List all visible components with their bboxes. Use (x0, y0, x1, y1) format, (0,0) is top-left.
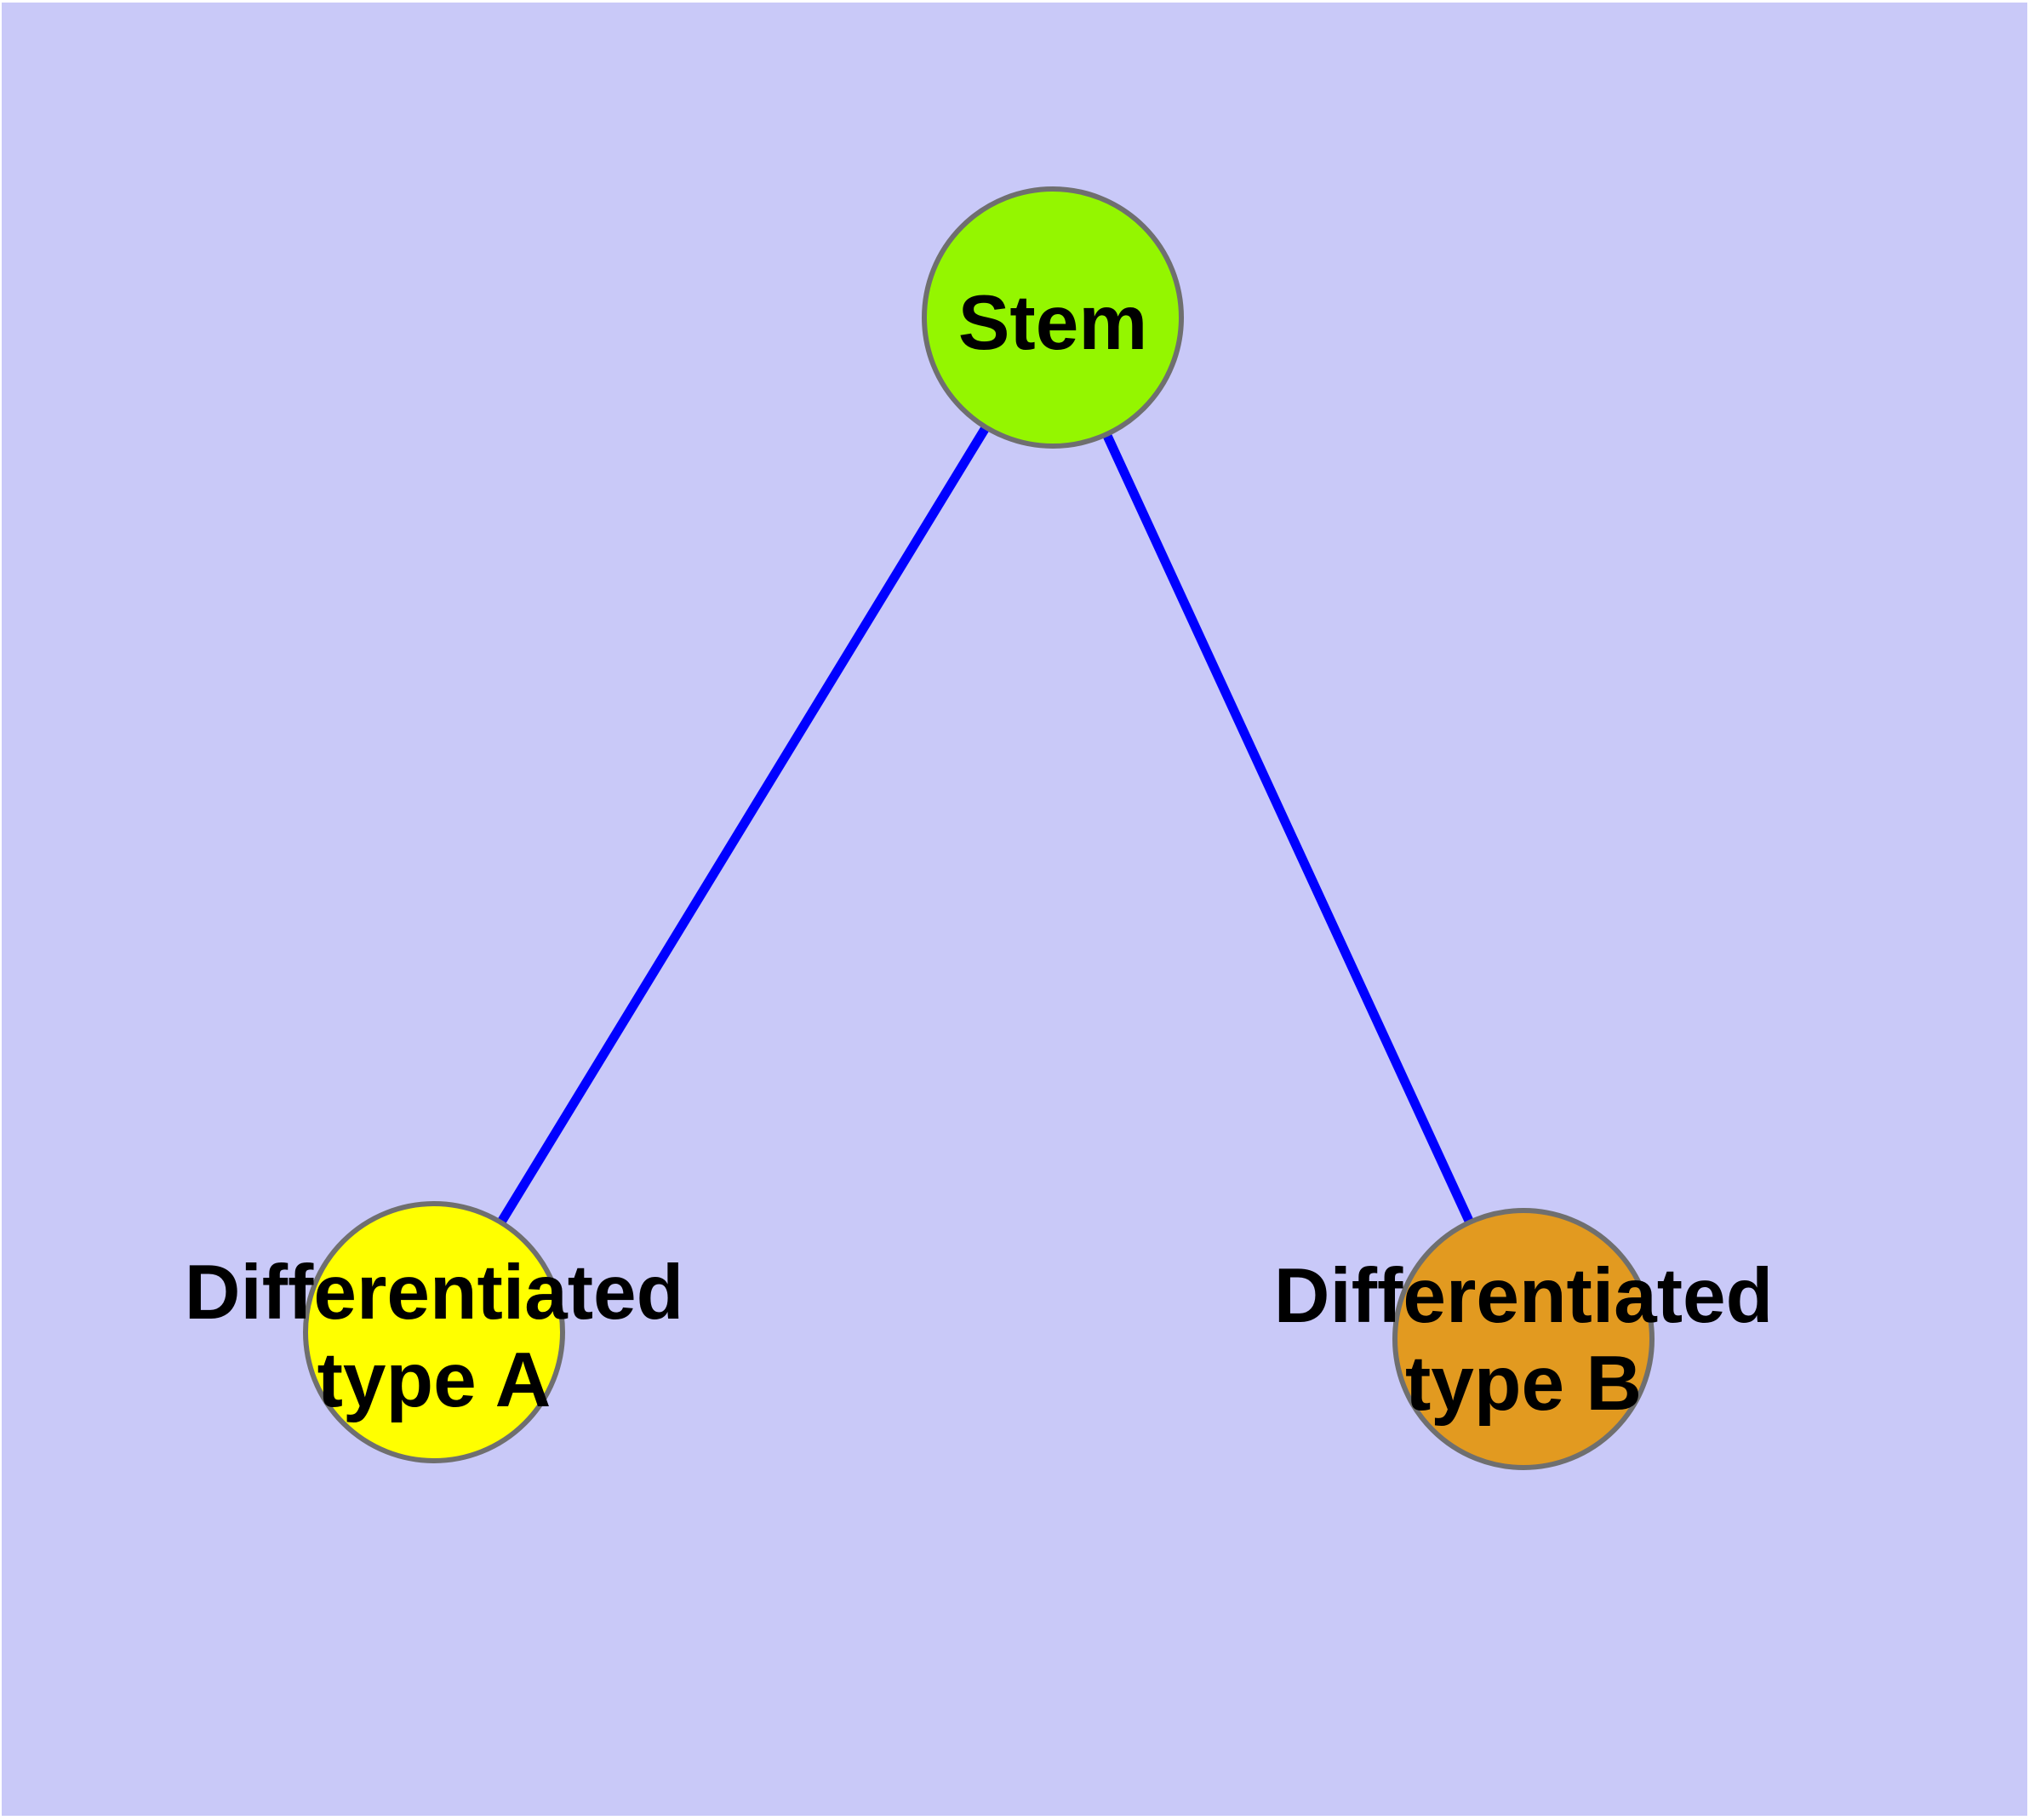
node-differentiated-type-b (1392, 1208, 1655, 1470)
node-type-a-label-line2: type A (317, 1337, 552, 1423)
node-stem-label: Stem (958, 280, 1148, 366)
node-differentiated-type-a (303, 1201, 565, 1463)
node-type-b-label-line1: Differentiated (1274, 1253, 1774, 1339)
node-type-b-label-line2: type B (1405, 1341, 1642, 1427)
node-stem (922, 186, 1184, 449)
edge-stem-to-type-b (1049, 315, 1528, 1342)
node-type-a-label-line1: Differentiated (185, 1250, 684, 1336)
edge-stem-to-type-a (430, 315, 1057, 1335)
